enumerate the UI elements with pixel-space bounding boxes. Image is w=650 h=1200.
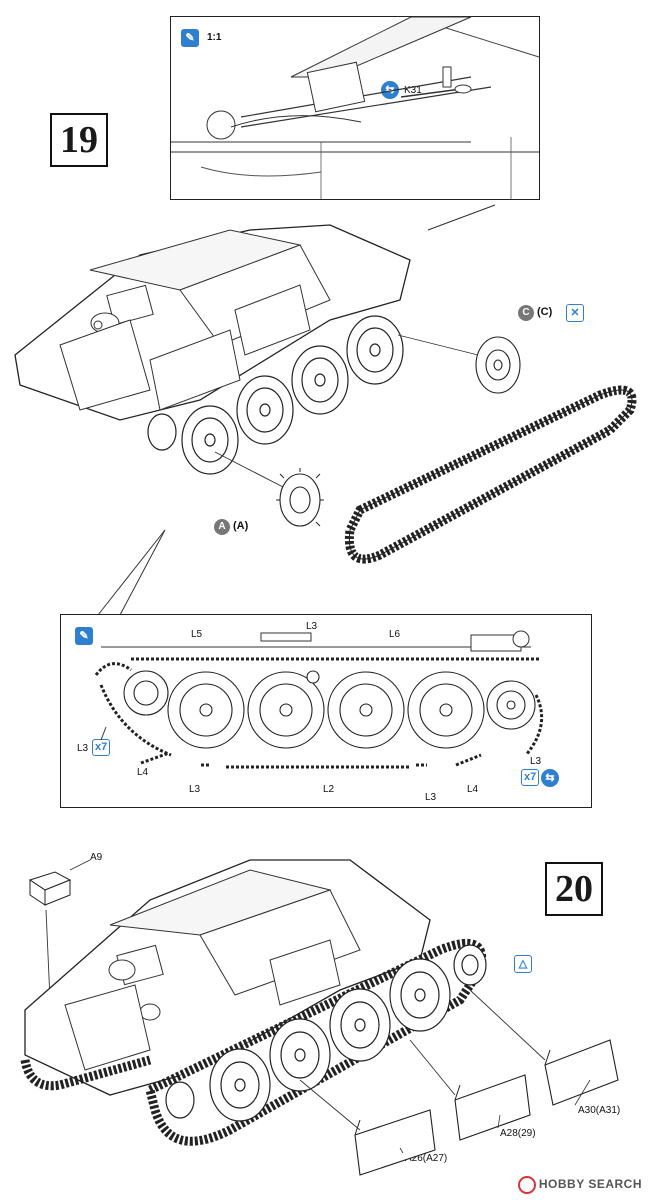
x7-badge-left: x7 — [92, 739, 111, 756]
x7-badge-right: x7 — [521, 769, 540, 786]
detail-drawing-top — [171, 16, 540, 199]
watermark: HOBBY SEARCH — [517, 1176, 642, 1194]
track-label-l3-bottom-left: L3 — [189, 784, 201, 795]
swap-icon-track: ⇆ — [541, 769, 559, 787]
part-label-a26: A26(A27) — [405, 1153, 448, 1164]
track-label-l3-top: L3 — [306, 621, 318, 632]
detail-box-track: ✎ L5 L3 L6 L3 x7 L4 L3 L2 L3 L4 L3 x7 ⇆ — [60, 614, 592, 808]
glue-icon-track: ✎ — [75, 627, 93, 645]
part-marker-a: A — [214, 519, 230, 535]
part-label-a28: A28(29) — [500, 1128, 536, 1139]
part-marker-c: C — [518, 305, 534, 321]
track-label-l3-right: L3 — [530, 756, 542, 767]
track-label-l6: L6 — [389, 629, 401, 640]
part-marker-c-paren: (C) — [537, 306, 553, 318]
part-marker-a-paren: (A) — [233, 520, 249, 532]
track-label-l4-right: L4 — [467, 784, 479, 795]
part-label-a30: A30(A31) — [578, 1105, 621, 1116]
step-number-20: 20 — [545, 862, 603, 916]
part-label-a9: A9 — [90, 852, 103, 863]
track-label-l5: L5 — [191, 629, 203, 640]
part-label-k31: K31 — [404, 85, 422, 96]
step-number-19: 19 — [50, 113, 108, 167]
vehicle-drawing-step19 — [14, 224, 637, 616]
track-label-l2: L2 — [323, 784, 335, 795]
paint-icon: ✕ — [566, 304, 584, 322]
track-detail-drawing — [94, 630, 544, 769]
scale-label: 1:1 — [207, 32, 222, 43]
watermark-logo-icon — [517, 1176, 536, 1194]
glue-icon: ✎ — [181, 29, 199, 47]
track-label-l3-bottom-right: L3 — [425, 792, 437, 803]
paint-icon-step20: △ — [514, 955, 532, 973]
track-label-l3-left: L3 — [77, 743, 89, 754]
detail-box-top: ✎ 1:1 ⇆ K31 — [170, 16, 540, 200]
track-label-l4-left: L4 — [137, 767, 149, 778]
watermark-text: HOBBY SEARCH — [538, 1177, 642, 1192]
